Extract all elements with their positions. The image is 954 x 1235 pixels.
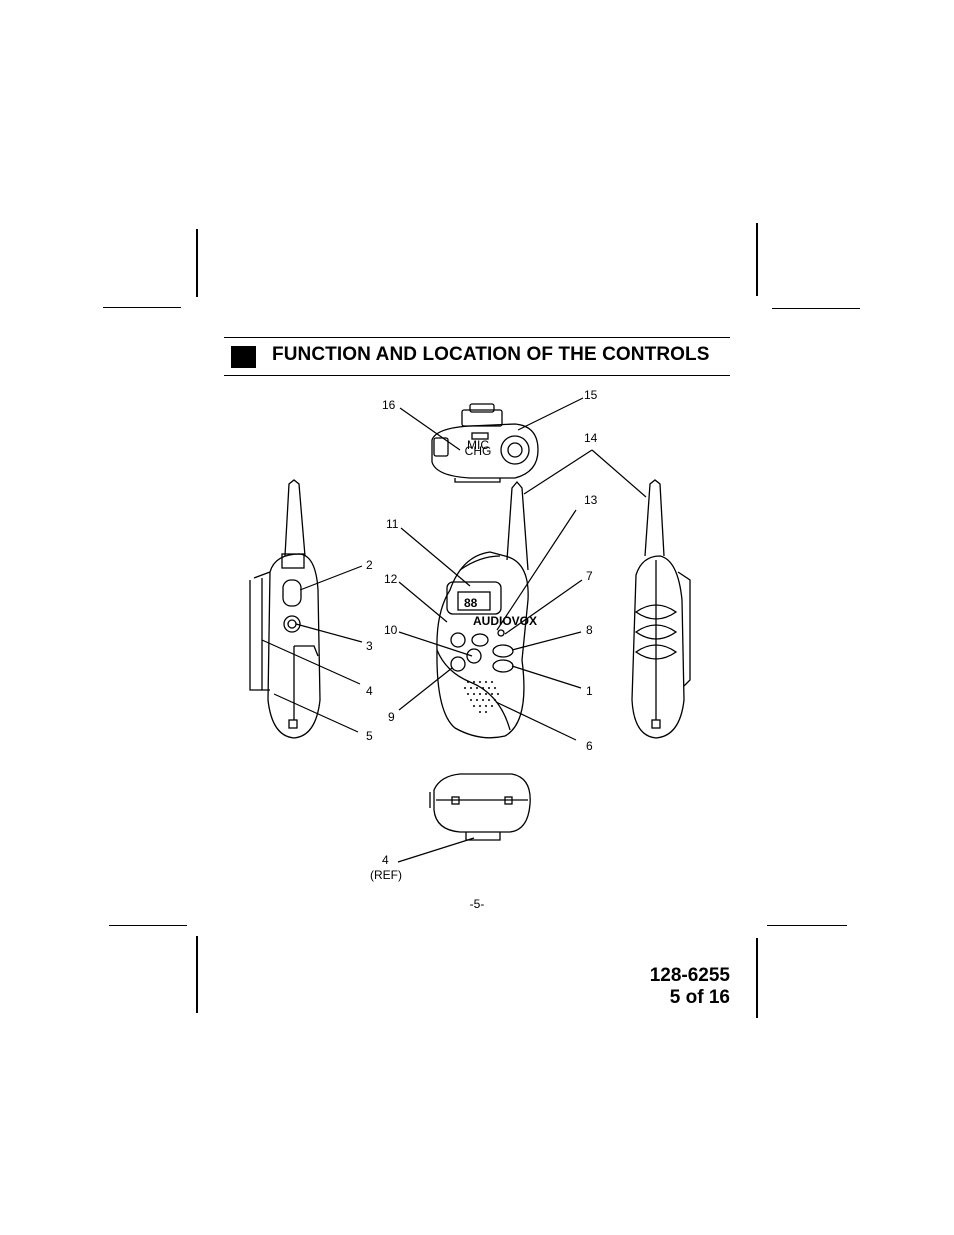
callout-3: 3 xyxy=(366,639,373,653)
callout-4-ref: 4 xyxy=(382,853,389,867)
speaker-grille xyxy=(464,681,499,713)
header-bottom-rule xyxy=(224,375,730,376)
callout-1: 1 xyxy=(586,684,593,698)
header-top-rule xyxy=(224,337,730,338)
callout-6: 6 xyxy=(586,739,593,753)
front-view-radio xyxy=(436,480,529,739)
callout-4: 4 xyxy=(366,684,373,698)
crop-mark-top-right-v xyxy=(756,223,758,296)
callout-leaders xyxy=(261,397,647,863)
callout-16: 16 xyxy=(382,398,396,412)
top-view-radio xyxy=(431,403,539,483)
callout-13: 13 xyxy=(584,493,598,507)
crop-mark-bottom-left-h xyxy=(109,925,187,926)
front-display-digits: 88 xyxy=(464,596,478,610)
crop-mark-bottom-right-v xyxy=(756,938,758,1018)
callout-7: 7 xyxy=(586,569,593,583)
callout-15: 15 xyxy=(584,388,598,402)
callout-11: 11 xyxy=(386,517,399,531)
svg-text:CHG: CHG xyxy=(465,444,492,458)
crop-mark-top-left-h xyxy=(103,307,181,308)
front-brand-logo: AUDIOVOX xyxy=(473,614,537,628)
top-view-label-box: MIC CHG xyxy=(465,438,492,458)
section-marker xyxy=(231,346,256,368)
crop-mark-bottom-right-h xyxy=(767,925,847,926)
page-of-count: 5 of 16 xyxy=(669,987,730,1008)
callout-10: 10 xyxy=(384,623,398,637)
bottom-view-radio xyxy=(429,773,531,841)
document-id: 128-6255 5 of 16 xyxy=(650,965,730,1009)
crop-mark-top-right-h xyxy=(772,308,860,309)
callout-12: 12 xyxy=(384,572,398,586)
crop-mark-bottom-left-v xyxy=(196,936,198,1013)
callout-5: 5 xyxy=(366,729,373,743)
right-side-view-radio xyxy=(631,479,691,739)
callout-9: 9 xyxy=(388,710,395,724)
document-number: 128-6255 xyxy=(649,965,730,986)
section-title: FUNCTION AND LOCATION OF THE CONTROLS xyxy=(272,344,710,365)
page-number: -5- xyxy=(469,897,485,911)
callout-2: 2 xyxy=(366,558,373,572)
svg-text:MIC: MIC xyxy=(467,438,489,452)
crop-mark-top-left-v xyxy=(196,229,198,297)
callout-8: 8 xyxy=(586,623,593,637)
callout-4-ref-label: (REF) xyxy=(370,868,402,882)
callout-14: 14 xyxy=(584,431,598,445)
